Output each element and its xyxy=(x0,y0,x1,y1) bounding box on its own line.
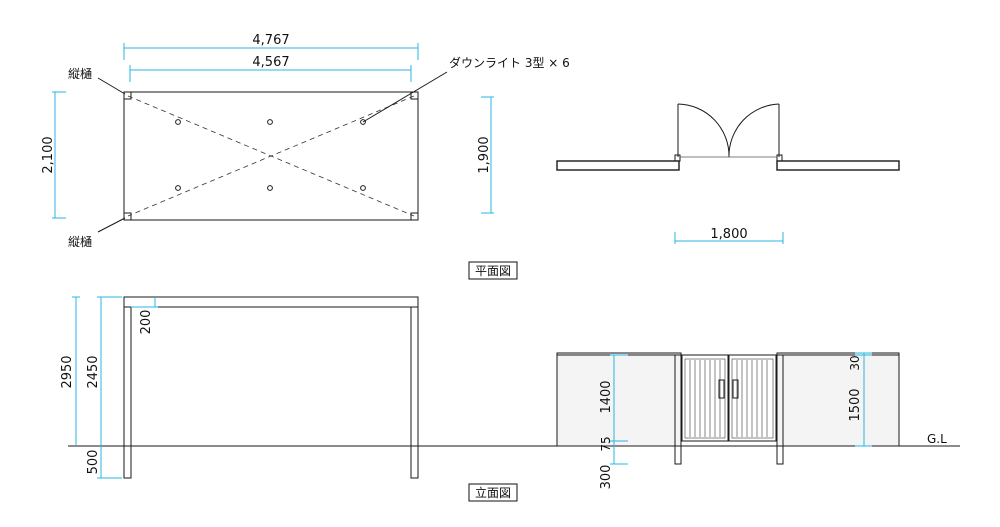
gate-leaf-right xyxy=(728,354,777,442)
dimension-inner-width: 4,567 xyxy=(129,55,412,82)
wall-plan-right xyxy=(776,160,900,171)
downlight-icon xyxy=(175,185,181,191)
dimension-outer-width: 4,767 xyxy=(123,33,419,60)
carport-plan: 4,767 4,567 2,100 1,900 縦樋 縦樋 ダウンライト 3型 … xyxy=(41,33,570,249)
post-right xyxy=(410,306,419,479)
gate-post-left xyxy=(674,354,682,465)
note-drainpipe: 縦樋 xyxy=(68,66,92,81)
dimension-depth-outer: 2,100 xyxy=(41,91,66,219)
dim-text-clear-height: 2450 xyxy=(86,355,101,388)
caption-box xyxy=(468,483,518,502)
gate-handle xyxy=(732,379,739,399)
note-downlight: ダウンライト 3型 × 6 xyxy=(449,55,570,70)
downlight-icon xyxy=(360,185,366,191)
dim-text-gate-height: 1400 xyxy=(599,380,614,413)
downlight-icon xyxy=(267,119,273,125)
wall-right xyxy=(776,352,900,447)
downlight-icon xyxy=(267,185,273,191)
gate-leaf-left xyxy=(681,354,729,442)
diagonal-line xyxy=(127,95,415,217)
dim-text-wall-cap: 30 xyxy=(848,355,862,370)
dim-text-total-height: 2950 xyxy=(60,355,75,388)
dim-text-gate-foundation: 300 xyxy=(599,465,614,490)
dimension-total-height: 2950 xyxy=(60,296,80,446)
dimension-clear-height: 2450 xyxy=(86,296,122,446)
dimension-gate-height: 1400 xyxy=(599,354,628,442)
dim-text-gate-width: 1,800 xyxy=(710,227,747,242)
caption-box xyxy=(468,261,518,280)
leader-line xyxy=(362,71,448,123)
post-marker xyxy=(410,91,419,100)
dimension-wall-height: 1500 xyxy=(848,354,872,447)
dimension-gate-foundation: 300 xyxy=(599,446,628,489)
gate-swing-arc xyxy=(677,103,730,158)
note-drainpipe: 縦樋 xyxy=(68,234,92,249)
dim-text-gate-gap: 75 xyxy=(599,436,613,451)
roof-beam xyxy=(123,296,419,308)
dimension-depth-inner: 1,900 xyxy=(477,96,494,214)
plan-caption: 平面図 xyxy=(475,264,511,278)
dim-text-inner-width: 4,567 xyxy=(252,55,289,70)
ground-label: G.L xyxy=(927,432,947,446)
leader-line xyxy=(97,77,126,95)
dimension-foundation: 500 xyxy=(86,446,122,479)
dim-text-outer-width: 4,767 xyxy=(252,33,289,48)
dim-text-depth-outer: 2,100 xyxy=(41,136,56,173)
dimension-beam: 200 xyxy=(131,297,158,334)
elevation-caption: 立面図 xyxy=(475,485,511,500)
gate-swing-arc xyxy=(728,103,780,158)
post-marker xyxy=(123,91,132,100)
roof-outline xyxy=(123,91,419,221)
gate-plan: 1,800 xyxy=(556,103,900,244)
dim-text-wall-height: 1500 xyxy=(848,388,863,421)
wall-plan-left xyxy=(556,160,680,171)
leader-line xyxy=(97,217,126,233)
gate-handle xyxy=(718,379,725,399)
carport-elevation xyxy=(123,296,419,479)
dimension-wall-cap: 30 xyxy=(848,352,872,371)
dim-text-depth-inner: 1,900 xyxy=(477,136,492,173)
wall-left xyxy=(556,352,682,447)
downlight-icon xyxy=(360,119,366,125)
post-marker xyxy=(410,212,419,221)
post-left xyxy=(123,306,132,479)
dim-text-beam: 200 xyxy=(139,310,154,335)
gate-post-right xyxy=(776,354,784,465)
dim-text-foundation: 500 xyxy=(86,450,101,475)
dimension-gate-gap: 75 xyxy=(599,436,615,452)
gate-elevation xyxy=(556,352,900,465)
post-marker xyxy=(123,212,132,221)
dimension-gate-width: 1,800 xyxy=(674,227,784,244)
downlight-icon xyxy=(175,119,181,125)
